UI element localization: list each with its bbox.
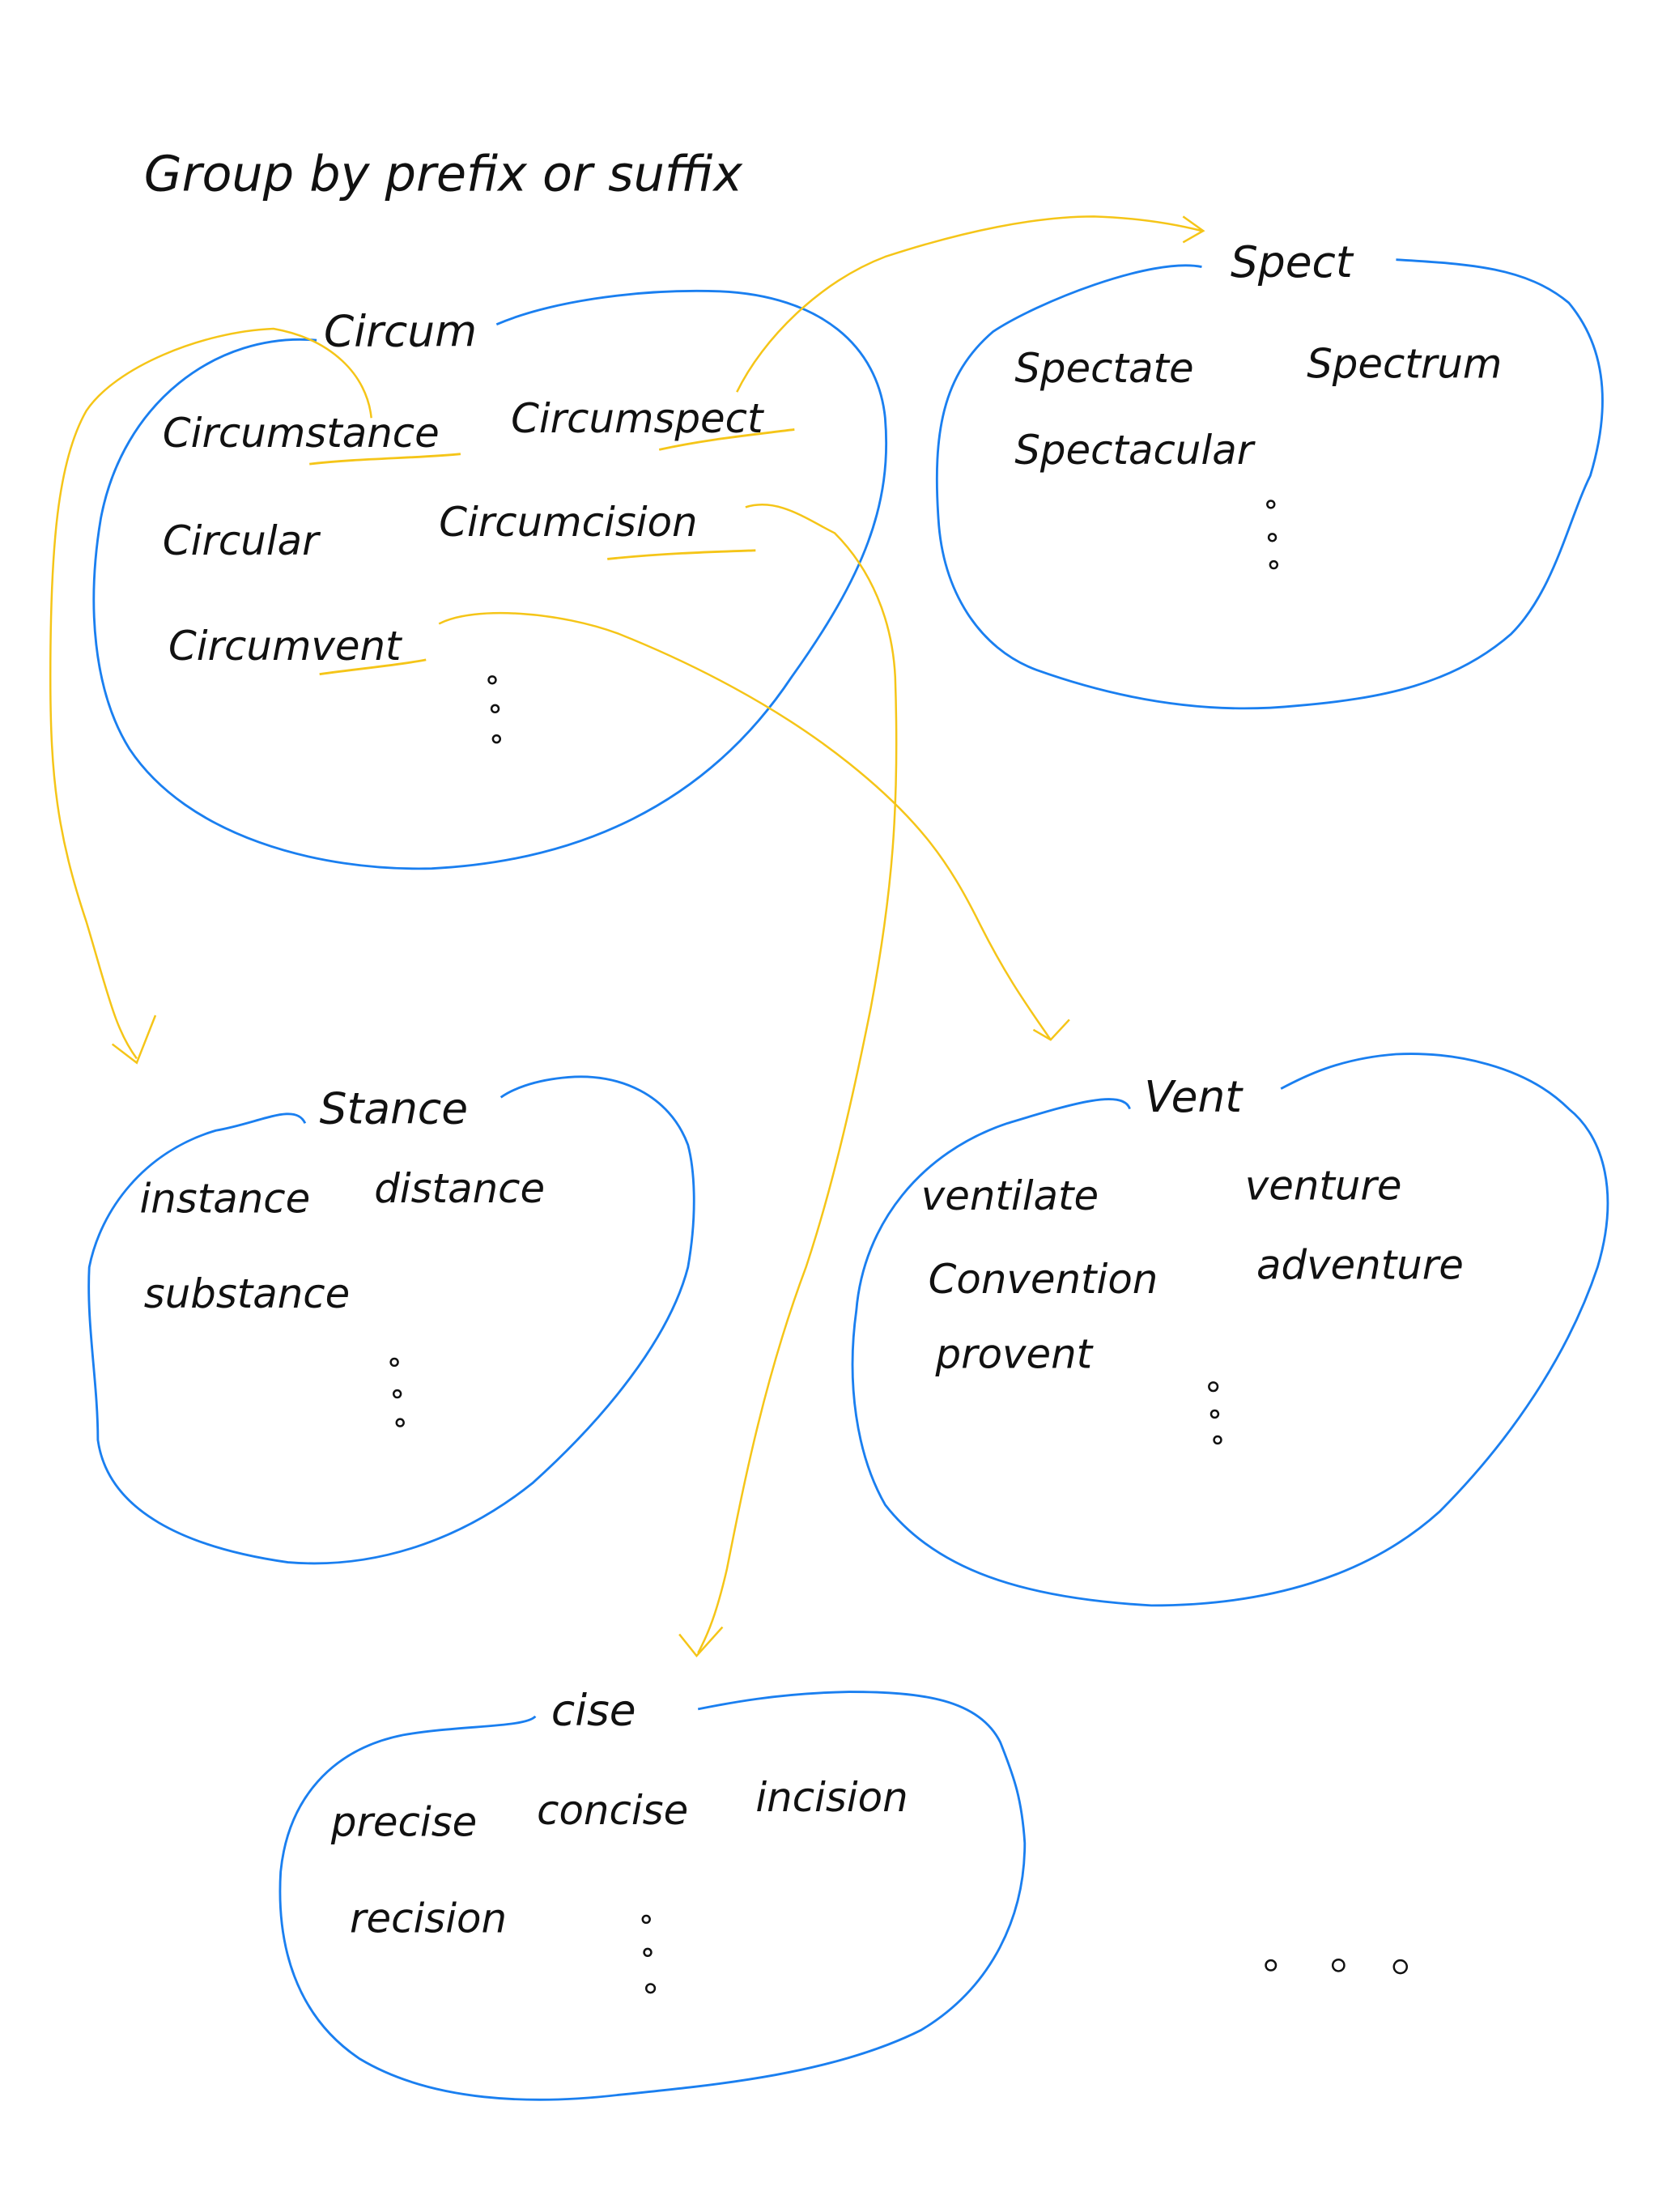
word: Circumspect <box>511 395 765 442</box>
group-cise: cise precise concise incision recision <box>278 1684 1027 2101</box>
ellipsis-icon <box>641 1914 657 1994</box>
ellipsis-icon <box>389 1357 405 1427</box>
arrow-circumvent-to-vent <box>438 611 1070 1041</box>
word: recision <box>350 1895 507 1942</box>
group-outline <box>935 258 1604 710</box>
word: Circumvent <box>168 623 403 670</box>
group-outline <box>851 1053 1609 1607</box>
group-label: Stance <box>320 1083 468 1134</box>
word: distance <box>374 1165 545 1212</box>
word: Convention <box>929 1256 1158 1303</box>
group-label: Vent <box>1144 1071 1244 1122</box>
word: incision <box>755 1774 908 1821</box>
word: Circumcision <box>439 499 697 546</box>
group-outline <box>278 1691 1027 2101</box>
word: venture <box>1245 1163 1402 1210</box>
page-title: Group by prefix or suffix <box>144 146 744 202</box>
word: precise <box>330 1798 477 1845</box>
arrow-circumstance-to-stance <box>49 327 372 1065</box>
group-label: cise <box>551 1684 636 1735</box>
word: Circumstance <box>163 410 440 457</box>
more-groups-ellipsis-icon <box>1265 1958 1409 1975</box>
ellipsis-icon <box>1208 1381 1222 1445</box>
ellipsis-icon <box>487 675 502 744</box>
group-outline <box>87 1075 695 1565</box>
word: concise <box>537 1787 688 1834</box>
group-label: Spect <box>1231 236 1354 287</box>
group-vent: Vent ventilate venture Convention advent… <box>851 1053 1609 1607</box>
arrow-circumspect-to-spect <box>736 215 1205 393</box>
word: ventilate <box>921 1172 1099 1219</box>
ellipsis-icon <box>1266 500 1279 570</box>
word: substance <box>144 1270 351 1317</box>
group-spect: Spect Spectate Spectrum Spectacular <box>935 236 1604 710</box>
word: instance <box>139 1176 310 1223</box>
word: Circular <box>163 517 321 564</box>
word: Spectrum <box>1307 340 1502 387</box>
group-label: Circum <box>324 305 477 356</box>
word: adventure <box>1256 1241 1464 1288</box>
word: Spectacular <box>1014 427 1256 474</box>
arrow-circumcision-to-cise <box>678 504 898 1658</box>
word: Spectate <box>1014 345 1193 392</box>
word: provent <box>935 1331 1095 1378</box>
group-outline <box>92 289 888 870</box>
group-stance: Stance instance distance substance <box>87 1075 695 1565</box>
group-circum: Circum Circumstance Circumspect Circular… <box>92 289 888 870</box>
